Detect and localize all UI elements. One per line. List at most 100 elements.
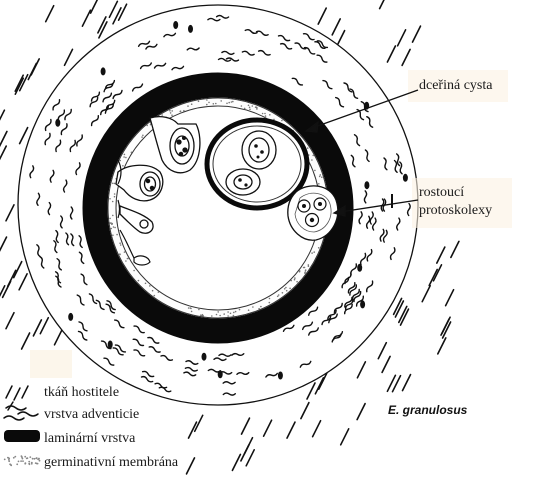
legend-germinal-dot (13, 457, 15, 459)
germinal-dot (187, 105, 189, 107)
germinal-dot (227, 311, 229, 313)
germinal-dot (125, 260, 127, 262)
germinal-dot (119, 242, 121, 244)
germinal-dot (320, 174, 322, 176)
legend-label-laminar: laminární vrstva (44, 431, 136, 446)
host-tissue-stroke (341, 429, 349, 445)
germinal-dot (183, 110, 185, 112)
legend-germinal-dot (37, 458, 39, 460)
legend-germinal-dot (28, 463, 30, 465)
host-tissue-stroke (413, 26, 421, 42)
legend-label-host-tissue: tkáň hostitele (44, 385, 119, 400)
germinal-dot (208, 102, 210, 104)
germinal-dot (264, 113, 266, 115)
germinal-dot (233, 315, 235, 317)
germinal-dot (120, 160, 122, 162)
germinal-dot (318, 247, 320, 249)
host-tissue-stroke (245, 438, 253, 454)
legend-germinal-dot (21, 455, 23, 457)
germinal-dot (158, 291, 160, 293)
host-tissue-stroke (357, 404, 365, 420)
legend-symbol-germinal (4, 455, 41, 466)
germinal-dot (170, 112, 172, 114)
host-tissue-stroke (15, 75, 23, 91)
legend-germinal-dot (14, 456, 16, 458)
germinal-dot (145, 283, 147, 285)
host-tissue-stroke (232, 454, 240, 470)
germinal-dot (286, 290, 288, 292)
germinal-dot (124, 154, 126, 156)
legend-germinal-dot (7, 457, 9, 459)
host-tissue-stroke (65, 49, 73, 65)
daughter-cyst (207, 120, 307, 208)
host-tissue-stroke (22, 333, 30, 349)
brood-capsule-right (288, 186, 338, 240)
germinal-dot (232, 101, 234, 103)
germinal-dot (314, 170, 316, 172)
host-tissue-stroke (82, 10, 90, 26)
germinal-dot (109, 198, 111, 200)
germinal-dot (248, 105, 250, 107)
germinal-dot (122, 165, 124, 167)
host-tissue-stroke (301, 403, 309, 419)
adventitia-nucleus (360, 300, 365, 308)
germinal-dot (308, 265, 310, 267)
germinal-dot (226, 103, 228, 105)
host-tissue-stroke (19, 274, 27, 290)
germinal-dot (213, 103, 215, 105)
adventitia-nucleus (101, 67, 106, 75)
germinal-dot (216, 314, 218, 316)
label-highlight-legend (30, 350, 72, 378)
adventitia-nucleus (218, 370, 223, 378)
germinal-dot (284, 288, 286, 290)
germinal-dot (305, 270, 307, 272)
legend-germinal-dot (32, 458, 34, 460)
germinal-dot (123, 156, 125, 158)
host-tissue-stroke (437, 247, 445, 263)
adventitia-nucleus (68, 313, 73, 321)
legend-germinal-dot (35, 462, 37, 464)
adventitia-nucleus (173, 21, 178, 29)
host-tissue-stroke (242, 418, 250, 434)
legend-germinal-dot (16, 463, 18, 465)
host-tissue-stroke (0, 110, 4, 126)
germinal-dot (265, 115, 267, 117)
germinal-dot (307, 147, 309, 149)
host-tissue-stroke (0, 146, 6, 162)
host-tissue-stroke (287, 422, 295, 438)
germinal-dot (319, 176, 321, 178)
germinal-dot (296, 281, 298, 283)
germinal-dot (124, 251, 126, 253)
host-tissue-stroke (398, 30, 406, 46)
germinal-dot (206, 104, 208, 106)
germinal-dot (169, 110, 171, 112)
germinal-dot (131, 152, 133, 154)
legend-germinal-dot (10, 465, 12, 467)
germinal-dot (125, 157, 127, 159)
host-tissue-stroke (0, 237, 7, 253)
germinal-dot (260, 306, 262, 308)
host-tissue-stroke (313, 421, 321, 437)
germinal-dot (299, 271, 301, 273)
host-tissue-stroke (55, 329, 63, 345)
adventitia-nucleus (278, 372, 283, 380)
germinal-dot (228, 102, 230, 104)
germinal-dot (141, 136, 143, 138)
germinal-dot (290, 280, 292, 282)
legend-germinal-dot (37, 463, 39, 465)
legend-germinal-dot (39, 460, 41, 462)
germinal-dot (249, 109, 251, 111)
host-tissue-stroke (264, 420, 272, 436)
host-tissue-stroke (109, 1, 117, 17)
legend-germinal-dot (24, 463, 26, 465)
germinal-dot (152, 290, 154, 292)
germinal-dot (112, 201, 114, 203)
germinal-dot (252, 306, 254, 308)
host-tissue-stroke (119, 4, 127, 20)
host-tissue-stroke (402, 49, 410, 65)
germinal-dot (311, 252, 313, 254)
germinal-dot (248, 309, 250, 311)
host-tissue-stroke (438, 338, 446, 354)
germinal-dot (112, 234, 114, 236)
